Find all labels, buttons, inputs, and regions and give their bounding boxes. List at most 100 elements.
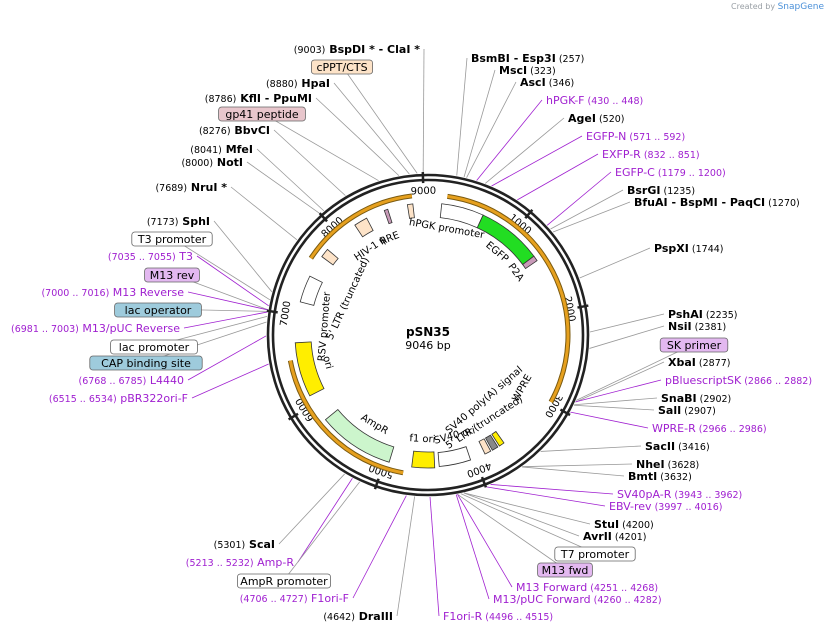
primer-label: EGFP-N (571 .. 592) [586, 130, 685, 143]
label-part: HpaI [298, 77, 330, 90]
feature-box [218, 106, 306, 122]
label-part: SV40pA-R [617, 488, 672, 501]
label-part: StuI [594, 518, 619, 531]
label-part: ScaI [245, 538, 275, 551]
label-part: - BspMI - PaqCI [668, 196, 766, 209]
leader-line [576, 343, 695, 401]
leader-line [517, 153, 599, 201]
leader-line [333, 82, 410, 175]
primer-label: F1ori-R (4496 .. 4515) [443, 610, 553, 623]
leader-line [540, 445, 642, 452]
leader-line [256, 148, 325, 212]
leader-line [573, 404, 655, 411]
feature-label: ori [320, 355, 334, 370]
site-label: (7689) NruI * [155, 181, 227, 194]
label-part: L4440 [146, 374, 184, 387]
site-label: NheI (3628) [636, 458, 699, 471]
primer-label: (7000 .. 7016) M13 Reverse [41, 286, 184, 299]
primer-label: WPRE-R (2966 .. 2986) [652, 422, 767, 435]
feature-box [537, 562, 593, 578]
label-part: BspDI * [325, 43, 375, 56]
label-part: M13 Forward [516, 581, 587, 594]
leader-line [574, 397, 658, 406]
label-part: MscI [499, 64, 527, 77]
feature-label: f1 ori [409, 433, 436, 445]
leader-line [484, 486, 606, 507]
label-part: (8041) [190, 145, 222, 156]
leader-line [575, 361, 665, 403]
tick-mark-2000 [577, 304, 589, 309]
feature-box-label: lac operator [125, 304, 192, 317]
label-part: (2877) [696, 358, 731, 369]
label-part: - PpuMI [261, 92, 312, 105]
label-part: NsiI [668, 320, 692, 333]
feature-box-label: lac promoter [119, 341, 190, 354]
label-part: (8276) [199, 126, 231, 137]
site-label: (5301) ScaI [214, 538, 275, 551]
leader-line [575, 379, 662, 403]
label-part: WPRE-R [652, 422, 696, 435]
leader-line [466, 81, 517, 178]
orf-arc [288, 360, 404, 475]
site-label: BfuAI - BspMI - PaqCI (1270) [634, 196, 800, 209]
label-part: NheI [636, 458, 665, 471]
leader-line [230, 186, 298, 241]
tick-mark-7000 [266, 309, 278, 314]
leader-line [191, 363, 269, 399]
label-part: (4642) [323, 612, 355, 623]
tick-mark-1000 [524, 208, 534, 220]
leader-line [315, 97, 400, 176]
primer-label: EXFP-R (832 .. 851) [602, 148, 700, 161]
leader-line [589, 325, 665, 349]
label-part: (1235) [660, 186, 695, 197]
tick-label-4000: 4000 [465, 459, 493, 478]
leader-line [550, 189, 624, 230]
leader-line [589, 313, 665, 333]
label-part: (3997 .. 4016) [652, 502, 723, 513]
label-part: F1ori-F [308, 592, 349, 605]
label-part: SnaBI [661, 392, 697, 405]
site-label: PspXI (1744) [654, 242, 723, 255]
label-part: (6768 .. 6785) [79, 376, 147, 387]
label-part: BbvCI [231, 124, 270, 137]
leader-line [457, 494, 513, 588]
label-part: (7689) [155, 183, 187, 194]
site-label: StuI (4200) [594, 518, 654, 531]
leader-line [187, 291, 269, 311]
leader-line [491, 135, 583, 187]
ltr3-box [478, 438, 492, 455]
label-part: - Esp3I [510, 52, 556, 65]
label-part: (346) [546, 78, 575, 89]
site-label: MscI (323) [499, 64, 556, 77]
feature-box-label: AmpR promoter [240, 575, 328, 588]
label-part: (3632) [657, 472, 692, 483]
label-part: Amp-R [254, 556, 295, 569]
p2a-feature [522, 255, 538, 270]
leader-line [261, 112, 379, 182]
leader-line [352, 495, 407, 599]
site-label: SalI (2907) [658, 404, 716, 417]
label-part: M13 Reverse [109, 286, 184, 299]
leader-line [297, 478, 353, 563]
primer-label: (6768 .. 6785) L4440 [79, 374, 184, 387]
leader-line [145, 321, 267, 363]
leader-line [476, 99, 543, 181]
label-part: (7173) [147, 217, 179, 228]
label-part: (4251 .. 4268) [587, 583, 658, 594]
label-part: AscI [520, 76, 546, 89]
leader-line [187, 335, 267, 381]
label-part: NotI [213, 156, 243, 169]
sv40-grey-box [484, 434, 499, 451]
leader-line [341, 65, 418, 174]
sv40-ori-arrow [437, 446, 472, 467]
primer-label: (6981 .. 7003) M13/pUC Reverse [11, 322, 180, 335]
feature-box-label: SK primer [667, 339, 722, 352]
tick-mark-6000 [287, 412, 299, 421]
label-part: BmtI [628, 470, 657, 483]
orf-arc [447, 194, 570, 403]
leader-line [455, 494, 490, 600]
label-part: (1179 .. 1200) [655, 168, 726, 179]
primer-label: pBluescriptSK (2866 .. 2882) [665, 374, 812, 387]
feature-box [554, 546, 636, 562]
